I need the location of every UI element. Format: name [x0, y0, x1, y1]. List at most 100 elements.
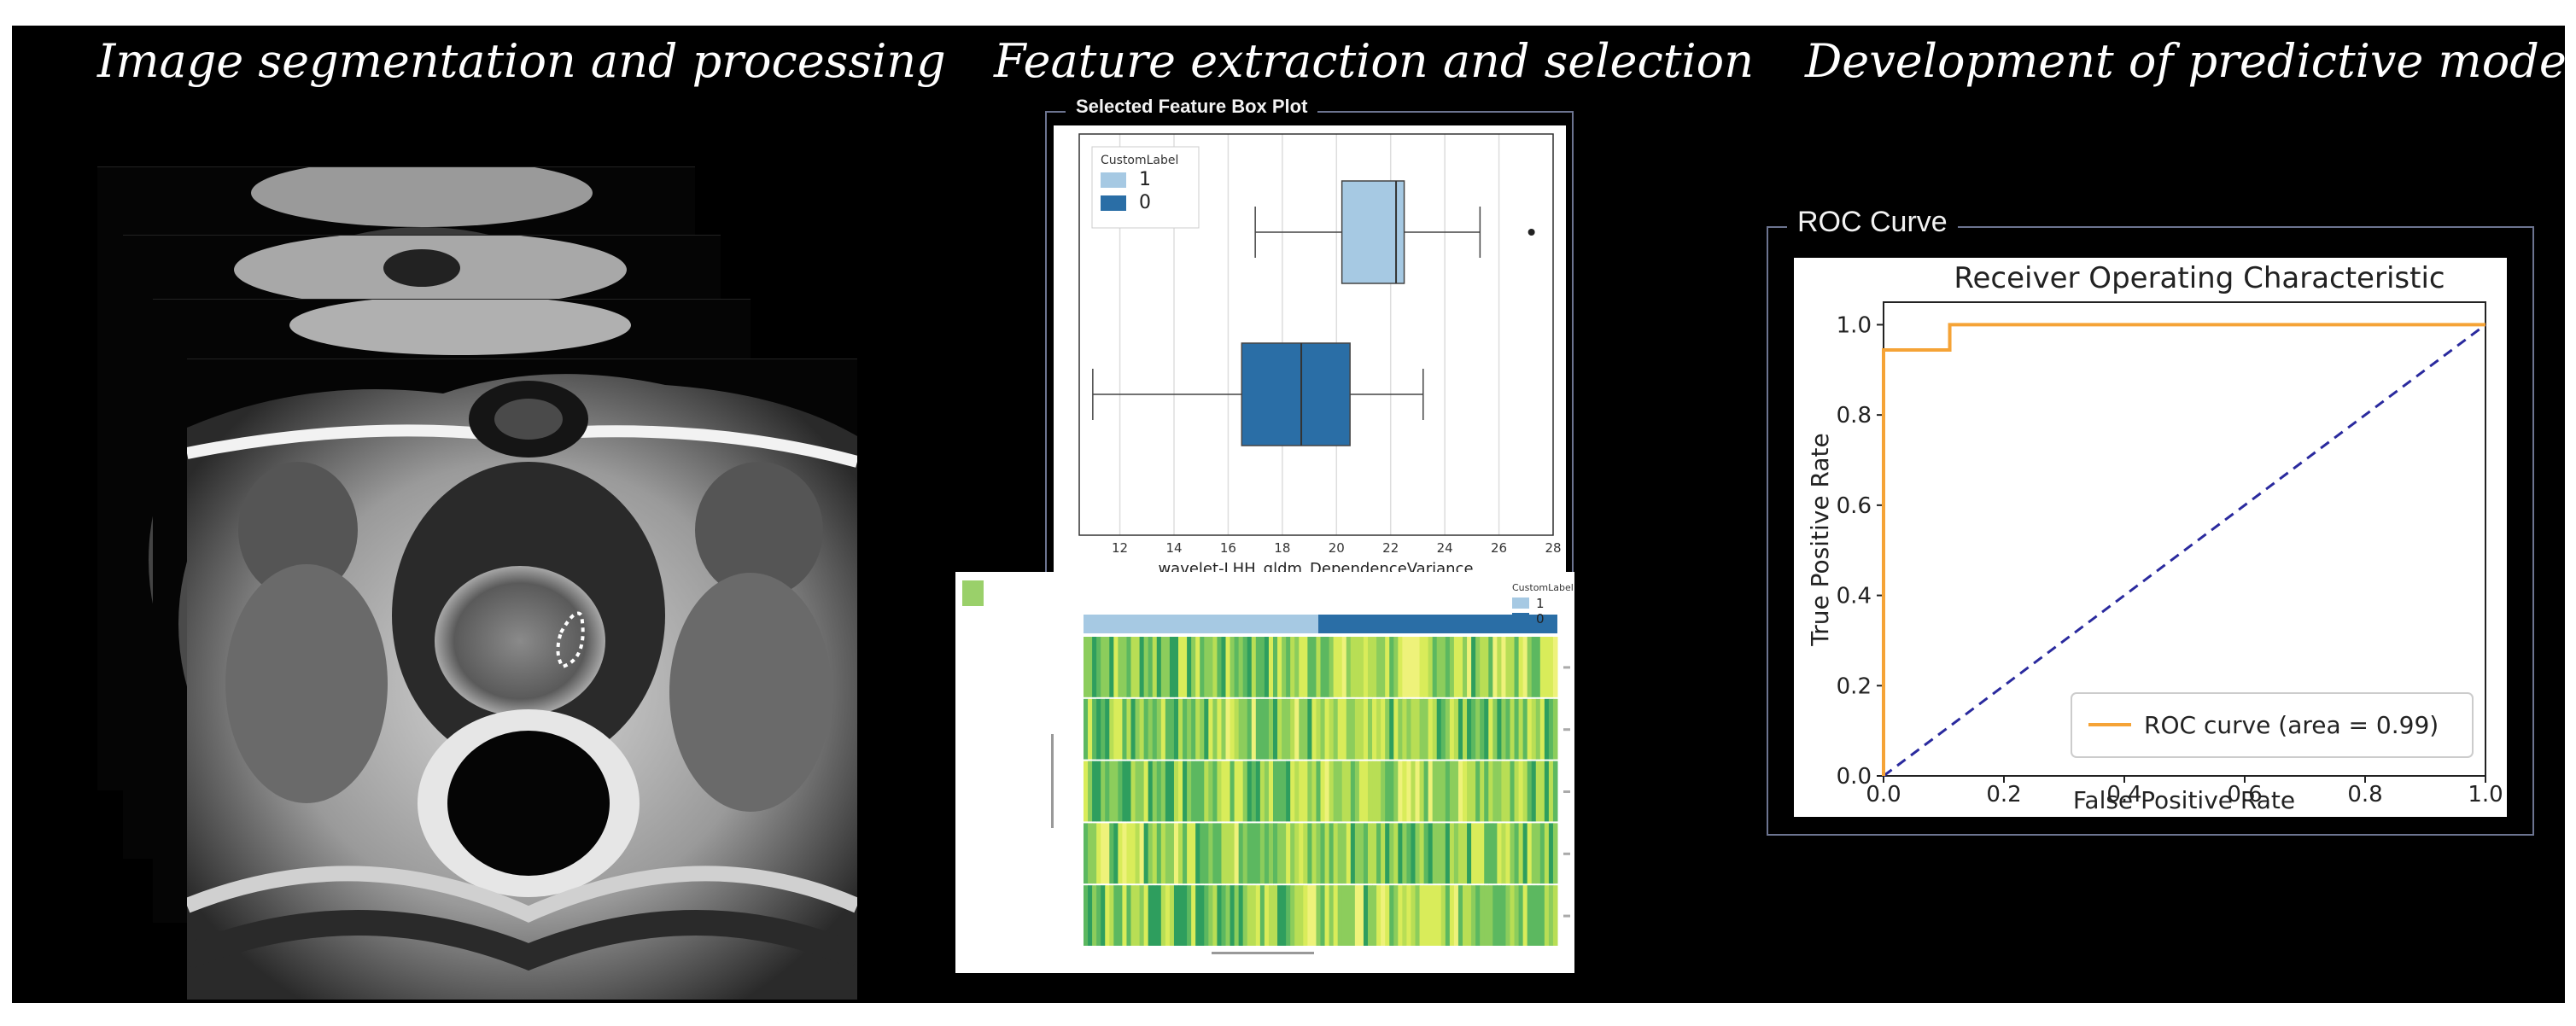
roc-xtick-label: 0.2 — [1986, 782, 2021, 807]
heatmap-cell — [1320, 637, 1326, 697]
heatmap-cell — [1497, 823, 1502, 884]
heatmap-cell — [1346, 698, 1352, 760]
heatmap-cell — [1084, 885, 1089, 946]
heatmap-cell — [1457, 823, 1463, 884]
heatmap-cell — [1156, 823, 1162, 884]
heatmap-cell — [1130, 637, 1136, 697]
heatmap-cell — [1139, 698, 1145, 760]
heatmap-chart: CustomLabel 1 0 — [962, 580, 1574, 954]
heatmap-cell — [1341, 761, 1347, 822]
heatmap-cell — [1195, 885, 1200, 946]
heatmap-cell — [1173, 637, 1179, 697]
heatmap-cell — [1183, 885, 1188, 946]
heatmap-cell — [1531, 637, 1537, 697]
heatmap-cell — [1290, 761, 1295, 822]
heatmap-cell — [1160, 698, 1166, 760]
heatmap-cell — [1467, 823, 1472, 884]
heatmap-cell — [1514, 823, 1520, 884]
heatmap-cell — [1548, 885, 1554, 946]
heatmap-cell — [1251, 823, 1257, 884]
heatmap-cell — [1518, 698, 1524, 760]
heatmap-card: CustomLabel 1 0 — [955, 572, 1574, 973]
heatmap-cell — [1096, 761, 1101, 822]
heatmap-cell — [1303, 698, 1308, 760]
heatmap-cell — [1363, 885, 1369, 946]
heatmap-cell — [1501, 698, 1506, 760]
heatmap-cell — [1139, 761, 1145, 822]
heatmap-cell — [1539, 761, 1545, 822]
heatmap-cell — [1488, 885, 1493, 946]
heatmap-cell — [1221, 761, 1226, 822]
heatmap-cell — [1259, 698, 1265, 760]
heatmap-cell — [1440, 761, 1446, 822]
heatmap-cell — [1195, 823, 1200, 884]
heatmap-cell — [1088, 885, 1093, 946]
heatmap-cell — [1109, 885, 1114, 946]
heatmap-cell — [1402, 885, 1407, 946]
heatmap-cell — [1212, 761, 1218, 822]
heatmap-cell — [1122, 761, 1127, 822]
roc-xtick-label: 0.6 — [2227, 782, 2262, 807]
heatmap-cell — [1242, 823, 1248, 884]
heatmap-cell — [1518, 637, 1524, 697]
heatmap-cell — [1320, 698, 1326, 760]
heatmap-cell — [1492, 637, 1498, 697]
heatmap-cell — [1329, 698, 1335, 760]
heatmap-cell — [1522, 885, 1528, 946]
heatmap-cell — [1505, 637, 1510, 697]
heatmap-cell — [1535, 823, 1541, 884]
heatmap-cell — [1273, 823, 1278, 884]
heatmap-cell — [1449, 885, 1455, 946]
heatmap-legend-label-0: 0 — [1536, 611, 1545, 627]
heatmap-cell — [1505, 885, 1510, 946]
heatmap-cell — [1346, 761, 1352, 822]
heatmap-cell — [1217, 823, 1222, 884]
heatmap-cell — [1510, 823, 1516, 884]
heatmap-cell — [1522, 823, 1528, 884]
heatmap-cell — [1204, 823, 1209, 884]
heatmap-cell — [1165, 698, 1171, 760]
heatmap-cell — [1183, 823, 1188, 884]
roc-ytick-label: 0.0 — [1837, 764, 1872, 790]
heatmap-cell — [1381, 823, 1386, 884]
heatmap-cell — [1122, 637, 1127, 697]
heatmap-cell — [1535, 885, 1541, 946]
heatmap-cell — [1467, 761, 1472, 822]
heatmap-cell — [1445, 823, 1451, 884]
heatmap-cell — [1234, 823, 1240, 884]
heatmap-cell — [1423, 698, 1429, 760]
heatmap-cell — [1105, 698, 1110, 760]
heatmap-cell — [1242, 761, 1248, 822]
heatmap-cell — [1406, 823, 1411, 884]
heatmap-cell — [1393, 885, 1399, 946]
heatmap-cell — [1544, 885, 1550, 946]
heatmap-cell — [1552, 761, 1558, 822]
heatmap-cell — [1333, 885, 1339, 946]
heatmap-cell — [1488, 637, 1493, 697]
heatmap-cell — [1242, 698, 1248, 760]
boxplot-iqr-box — [1341, 180, 1405, 284]
heatmap-cell — [1393, 823, 1399, 884]
heatmap-cell — [1096, 698, 1101, 760]
boxplot-box-0 — [1092, 342, 1424, 446]
heatmap-cell — [1118, 885, 1123, 946]
heatmap-cell — [1208, 823, 1213, 884]
heatmap-legend-swatch-0 — [1512, 613, 1529, 624]
heatmap-cell — [1195, 761, 1200, 822]
heatmap-legend-label-1: 1 — [1536, 596, 1545, 611]
heatmap-cell — [1411, 698, 1416, 760]
heatmap-cell — [1453, 823, 1459, 884]
heatmap-xlabel — [1212, 952, 1314, 954]
heatmap-cell — [1230, 885, 1235, 946]
heatmap-cell — [1130, 761, 1136, 822]
heatmap-cell — [1135, 823, 1141, 884]
heatmap-cell — [1156, 698, 1162, 760]
heatmap-cell — [1264, 761, 1270, 822]
heatmap-cell — [1389, 637, 1394, 697]
heatmap-cell — [1148, 698, 1154, 760]
heatmap-cell — [1204, 698, 1209, 760]
heatmap-cell — [1484, 823, 1489, 884]
roc-curve-line — [1882, 323, 2485, 776]
heatmap-cell — [1204, 761, 1209, 822]
heatmap-cell — [1311, 823, 1317, 884]
